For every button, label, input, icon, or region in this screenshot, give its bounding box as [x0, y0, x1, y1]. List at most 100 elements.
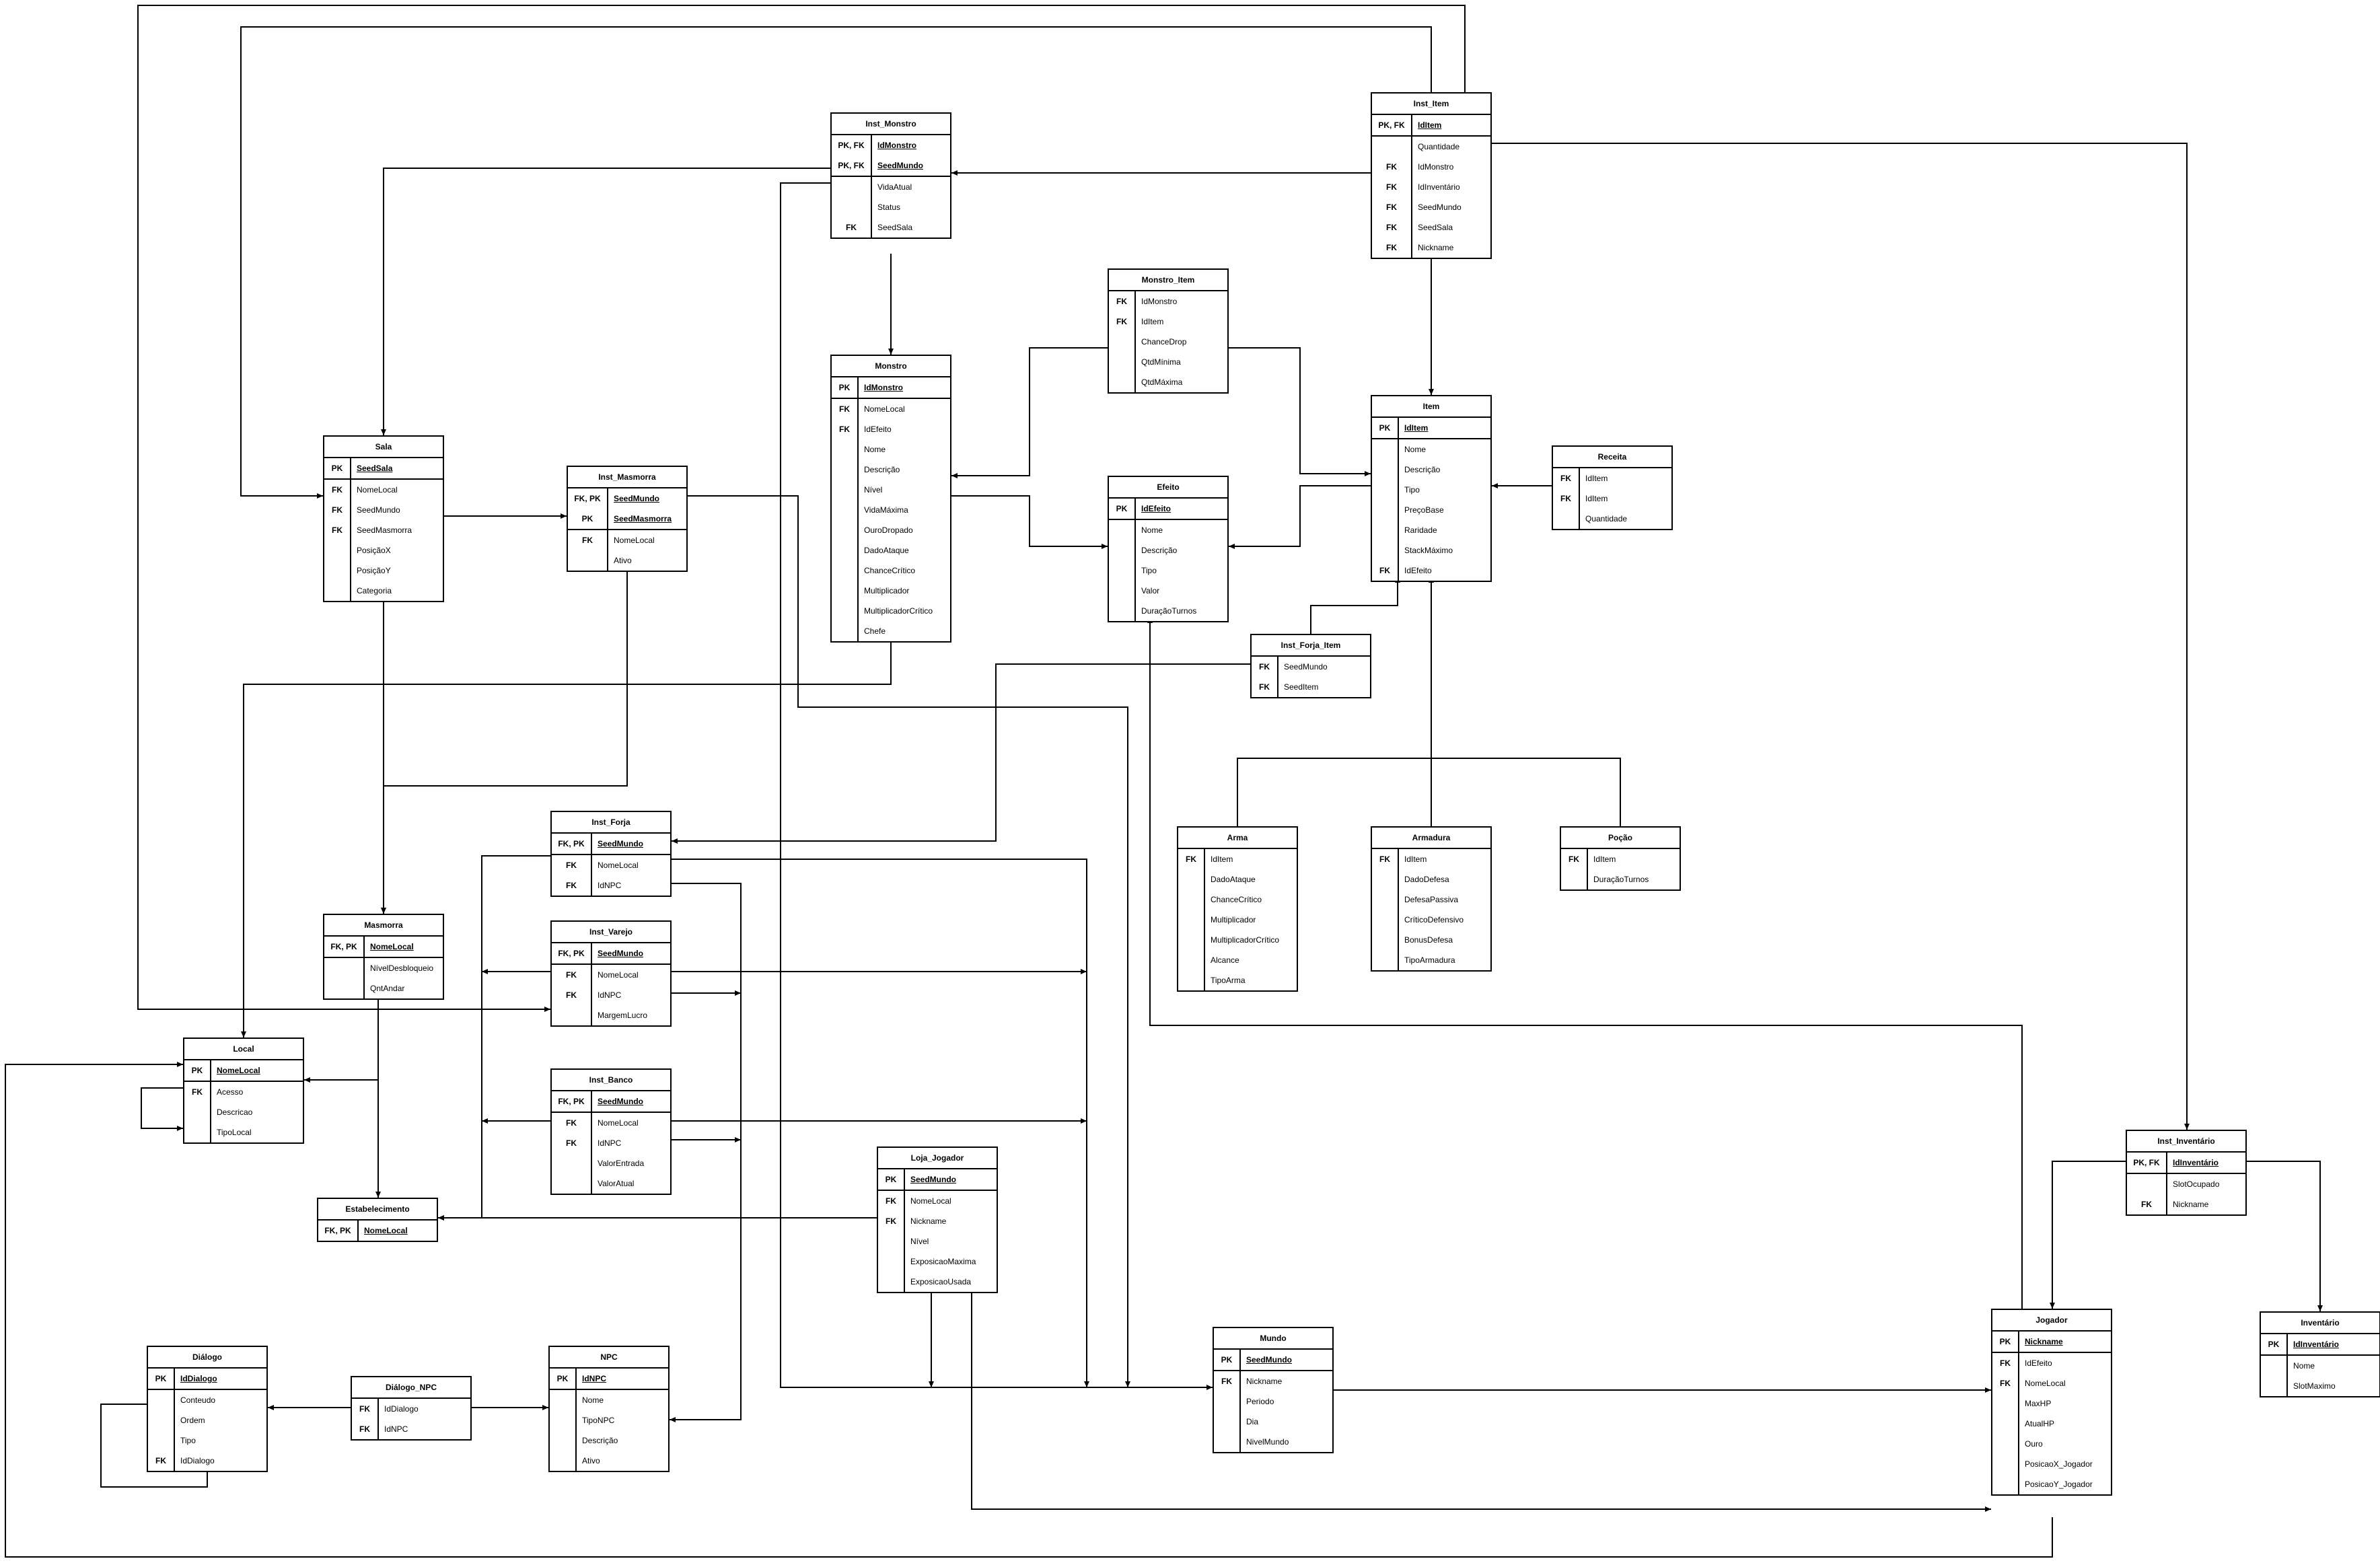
entity-title: Inst_Inventário [2127, 1131, 2245, 1153]
attribute-name: SeedMundo [598, 1097, 643, 1106]
attribute-name: AtualHP [2025, 1419, 2055, 1428]
attribute-name: DefesaPassiva [1404, 895, 1459, 904]
key-marker [1109, 601, 1136, 621]
attribute-name: Tipo [180, 1436, 196, 1445]
attribute-name: DadoAtaque [1211, 875, 1256, 884]
entity-title: Inventário [2261, 1313, 2379, 1334]
attribute-name: Dia [1246, 1417, 1259, 1426]
attribute-name: VidaMáxima [864, 505, 908, 515]
attribute-name: QtdMáxima [1141, 377, 1183, 387]
attribute-row: DadoAtaque [1178, 869, 1297, 889]
key-marker [1214, 1391, 1241, 1412]
key-marker [878, 1231, 905, 1251]
attribute-name: SeedMundo [598, 839, 643, 848]
key-marker: FK [552, 855, 592, 875]
key-marker [568, 550, 608, 571]
attribute-name: NomeLocal [598, 1118, 639, 1128]
attribute-row: Nome [550, 1390, 668, 1410]
key-marker [1214, 1432, 1241, 1452]
entity-title: Jogador [1992, 1310, 2111, 1332]
attribute-name: Chefe [864, 626, 886, 636]
relationship-line [971, 1288, 1991, 1512]
attribute-name: SlotMaximo [2293, 1381, 2336, 1391]
attribute-name: Tipo [1141, 566, 1157, 575]
attribute-name: Multiplicador [1211, 915, 1256, 924]
key-marker: FK, PK [552, 943, 592, 963]
key-marker [1214, 1412, 1241, 1432]
entity-title: Arma [1178, 828, 1297, 849]
attribute-name: IdItem [1141, 317, 1164, 326]
key-marker [832, 439, 859, 460]
attribute-name: Acesso [217, 1087, 244, 1097]
attribute-name: NomeLocal [364, 1226, 408, 1235]
key-marker: PK [1214, 1350, 1241, 1370]
entity-title: Inst_Masmorra [568, 467, 686, 488]
key-marker [832, 177, 872, 197]
attribute-name: ChanceCrítico [864, 566, 916, 575]
key-marker [1372, 930, 1399, 950]
attribute-row: SlotOcupado [2127, 1174, 2245, 1194]
relationship-line [780, 182, 1213, 1390]
attribute-name: Valor [1141, 586, 1160, 595]
attribute-name: Multiplicador [864, 586, 910, 595]
attribute-row: SlotMaximo [2261, 1376, 2379, 1396]
attribute-name: IdNPC [582, 1374, 606, 1383]
key-marker [148, 1390, 175, 1410]
attribute-row: Nome [2261, 1356, 2379, 1376]
attribute-row: DefesaPassiva [1372, 889, 1490, 910]
key-marker: PK [2261, 1334, 2288, 1354]
attribute-row: ExposicaoMaxima [878, 1251, 997, 1272]
attribute-name: IdItem [1593, 854, 1616, 864]
attribute-name: Quantidade [1418, 142, 1460, 151]
attribute-name: SeedMundo [614, 494, 659, 503]
key-marker: PK, FK [832, 135, 872, 155]
attribute-name: SeedMundo [1246, 1355, 1292, 1364]
attribute-name: ChanceDrop [1141, 337, 1187, 347]
attribute-row: Multiplicador [1178, 910, 1297, 930]
attribute-name: IdDialogo [384, 1404, 419, 1414]
key-marker [2261, 1356, 2288, 1376]
key-marker: FK [324, 500, 351, 520]
